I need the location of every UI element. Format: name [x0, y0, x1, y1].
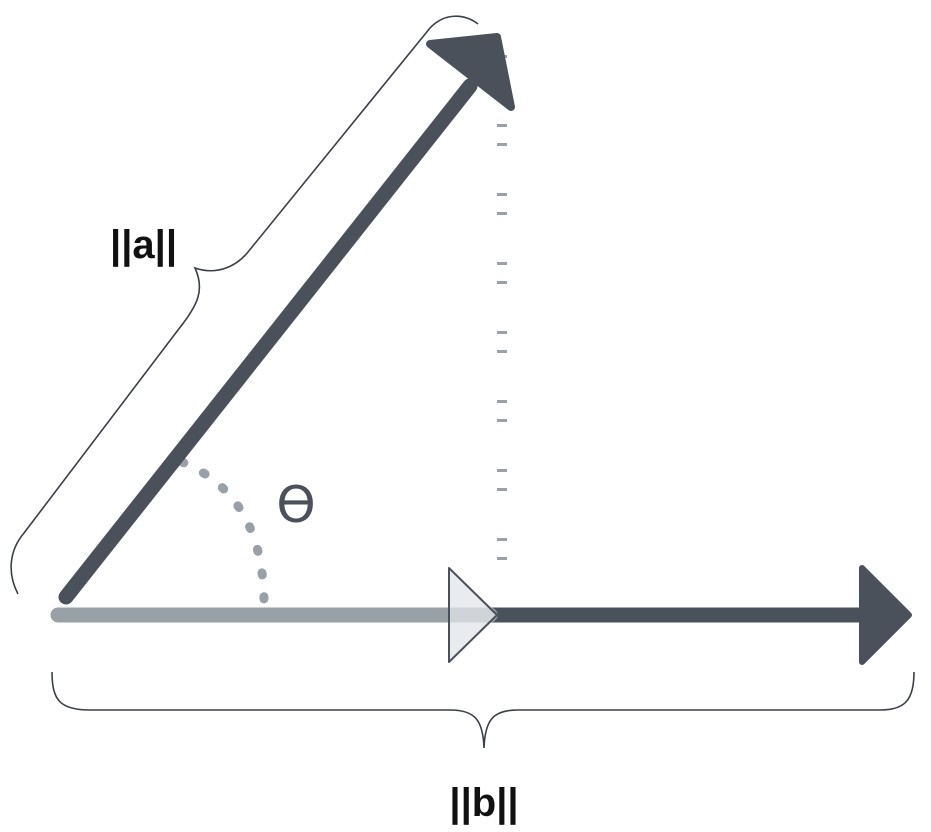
brace-a [10, 15, 479, 595]
label-a-magnitude: ||a|| [110, 223, 177, 267]
brace-b [51, 671, 915, 749]
vector-a-arrowhead [426, 33, 515, 111]
label-b-magnitude: ||b|| [449, 781, 518, 825]
vector-a-shaft [58, 78, 478, 605]
vector-b-arrowhead [859, 565, 912, 665]
angle-arc [177, 457, 269, 605]
projection-arrowhead [448, 567, 498, 663]
label-angle-theta: ϴ [276, 476, 315, 534]
